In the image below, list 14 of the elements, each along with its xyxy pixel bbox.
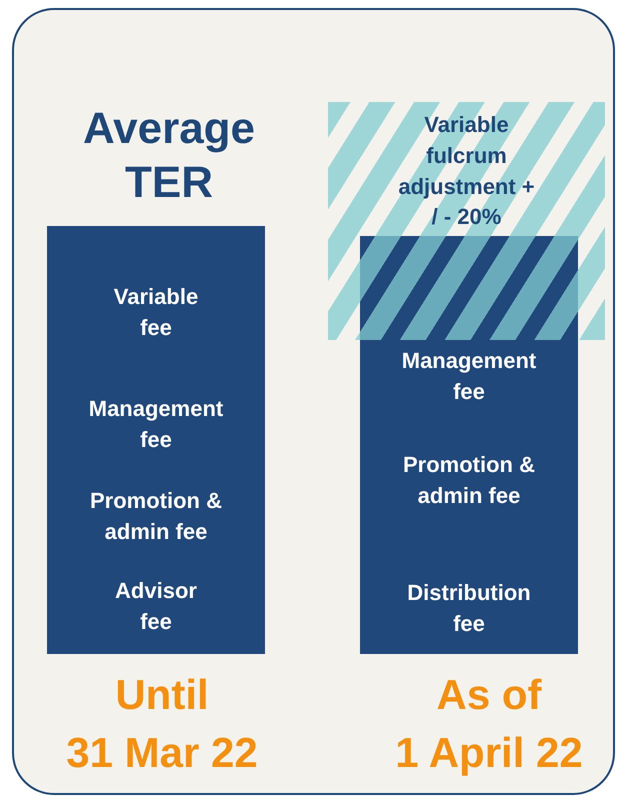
date-label: As of 1 April 22 bbox=[394, 670, 584, 778]
fee-label: Management fee bbox=[88, 395, 224, 454]
fee-label: Management fee bbox=[400, 347, 538, 406]
fee-stack-bar bbox=[360, 236, 578, 654]
date-label: Until 31 Mar 22 bbox=[65, 670, 259, 778]
fee-stack-bar bbox=[47, 226, 265, 654]
fee-label: Promotion & admin fee bbox=[89, 487, 223, 546]
adjustment-band bbox=[328, 102, 605, 340]
card-background bbox=[12, 8, 615, 795]
title: Average TER bbox=[82, 103, 256, 209]
fee-label: Advisor fee bbox=[114, 577, 198, 636]
fee-label: Promotion & admin fee bbox=[402, 451, 536, 510]
fee-label: Distribution fee bbox=[406, 579, 532, 638]
fee-label: Variable fee bbox=[112, 283, 200, 342]
